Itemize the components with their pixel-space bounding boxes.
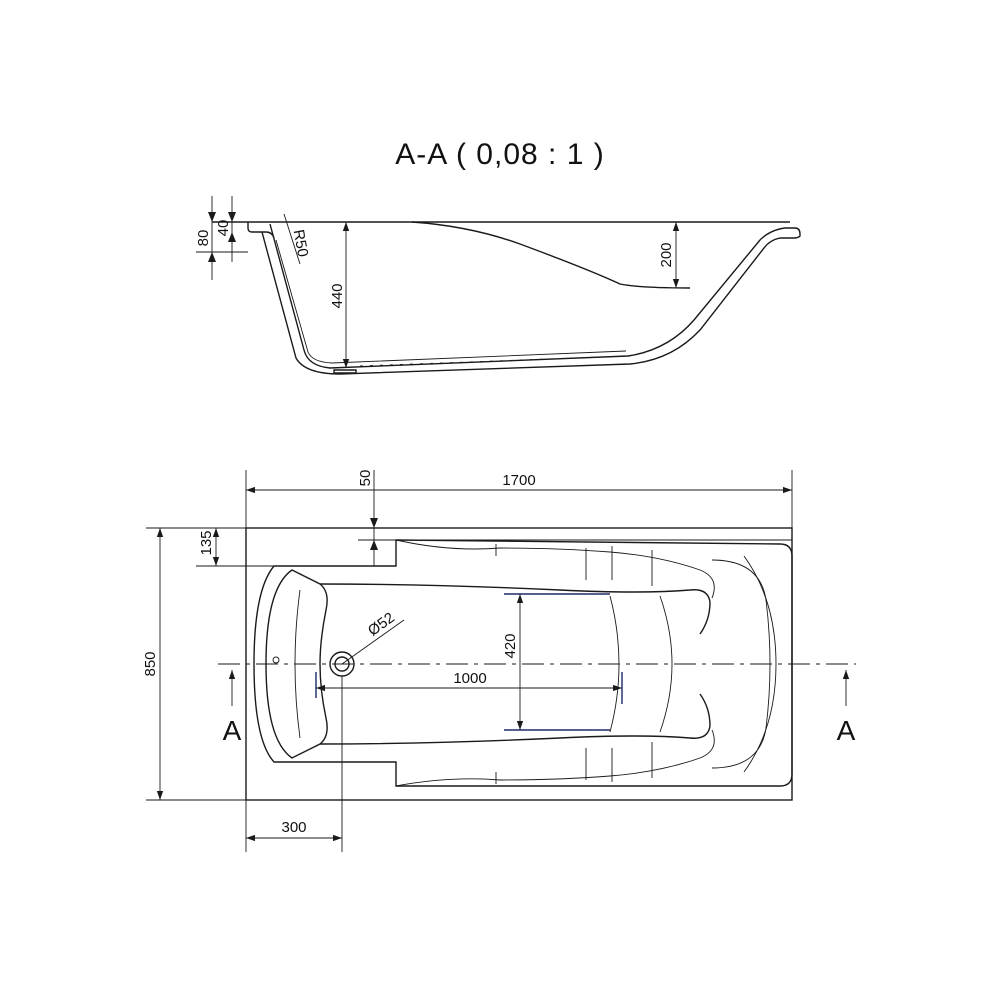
dim-50-arrow-top [370, 518, 378, 528]
drain-leader [341, 619, 405, 665]
backrest-curve [411, 221, 691, 289]
dim-40-label: 40 [215, 220, 232, 237]
dim-300-label: 300 [281, 819, 306, 836]
section-mark-left: A [223, 715, 242, 746]
tub-shell-outline [261, 223, 801, 375]
tub-outer-rect [245, 527, 793, 801]
head-end-curve-2 [743, 555, 777, 773]
inner-back-curve-2 [659, 595, 673, 733]
dim-80-label: 80 [195, 230, 212, 247]
r50-leader [283, 213, 301, 265]
inner-top-edge [319, 583, 711, 635]
dim-80-arrow-bottom [208, 252, 216, 262]
armrest-top-ribs [495, 544, 653, 586]
dim-50-label: 50 [357, 470, 374, 487]
dim-440-label: 440 [329, 283, 346, 308]
drain-inner [334, 656, 350, 672]
dim-200-label: 200 [658, 242, 675, 267]
section-drain [333, 369, 357, 374]
inner-bottom-edge [319, 693, 711, 745]
bowl-outline [253, 539, 793, 787]
armrest-bottom [395, 729, 715, 787]
dim-50-arrow-bottom [370, 540, 378, 550]
tub-inner-contour [275, 239, 627, 364]
dim-135-label: 135 [198, 530, 215, 555]
dim-1000-label: 1000 [453, 670, 486, 687]
armrest-bottom-ribs [495, 742, 653, 784]
overflow-hole [272, 656, 280, 664]
armrest-top [395, 539, 715, 599]
section-mark-right: A [837, 715, 856, 746]
dim-420-label: 420 [502, 633, 519, 658]
plan-view: Ø52 1700 50 135 850 420 1000 [142, 470, 856, 852]
dim-80-arrow-top [208, 212, 216, 222]
section-title: A-A ( 0,08 : 1 ) [395, 138, 605, 171]
dim-850-label: 850 [142, 651, 159, 676]
dim-r50-label: R50 [290, 228, 312, 258]
dim-40-arrow-bottom [228, 232, 236, 242]
dim-drain-label: Ø52 [365, 609, 398, 639]
dim-1700-label: 1700 [502, 472, 535, 489]
dim-40-arrow-top [228, 212, 236, 222]
foot-end-bowl [265, 569, 328, 759]
section-view: 80 40 R50 440 200 [195, 196, 801, 375]
